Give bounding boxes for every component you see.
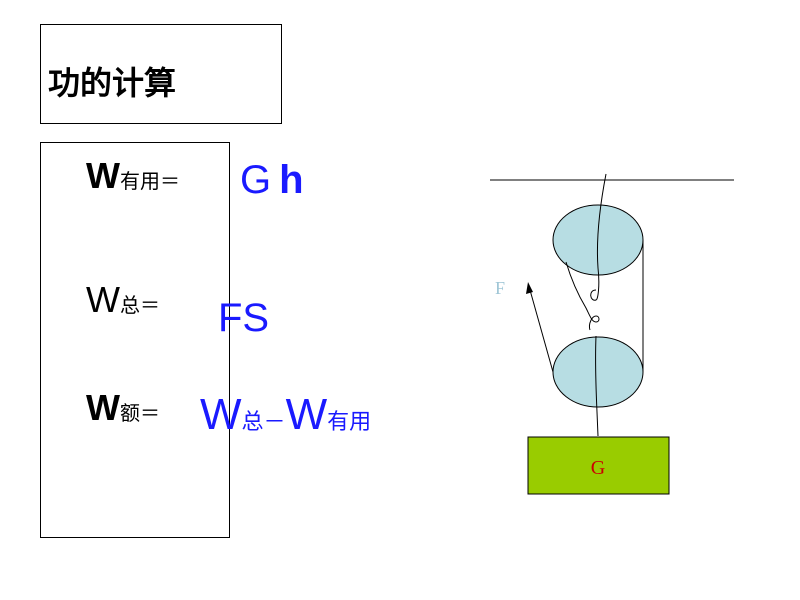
rhs-sub1: 总 bbox=[241, 409, 264, 434]
movable-pulley bbox=[552, 336, 644, 408]
rhs-w1: W bbox=[200, 390, 242, 439]
rope-to-load bbox=[595, 335, 599, 437]
w-useful-symbol: W bbox=[86, 155, 120, 196]
w-total-subscript: 总＝ bbox=[119, 295, 160, 317]
w-useful-label: W有用＝ bbox=[86, 158, 180, 194]
rope-middle bbox=[565, 261, 600, 331]
w-extra-rhs: W总－W有用 bbox=[200, 393, 371, 437]
rope-fixed-top bbox=[590, 173, 607, 301]
rhs-h: h bbox=[279, 158, 304, 202]
w-extra-subscript: 额＝ bbox=[119, 403, 160, 425]
w-extra-label: W额＝ bbox=[86, 390, 160, 426]
rhs-minus: － bbox=[263, 409, 286, 434]
force-rope bbox=[529, 289, 554, 373]
w-extra-symbol: W bbox=[86, 387, 120, 428]
force-label: F bbox=[495, 278, 505, 298]
w-total-symbol: W bbox=[86, 279, 120, 320]
title-box bbox=[40, 24, 282, 124]
page-title: 功的计算 bbox=[48, 64, 177, 102]
load-block bbox=[527, 436, 670, 495]
rhs-sub2: 有用 bbox=[327, 409, 372, 434]
w-useful-subscript: 有用＝ bbox=[119, 171, 180, 193]
weight-label: G bbox=[591, 457, 605, 479]
force-arrow-icon bbox=[526, 282, 533, 294]
w-total-label: W总＝ bbox=[86, 282, 160, 318]
w-total-rhs: FS bbox=[218, 296, 270, 340]
rhs-w2: W bbox=[285, 390, 328, 439]
rhs-g: G bbox=[240, 158, 272, 202]
formula-box bbox=[40, 142, 230, 538]
